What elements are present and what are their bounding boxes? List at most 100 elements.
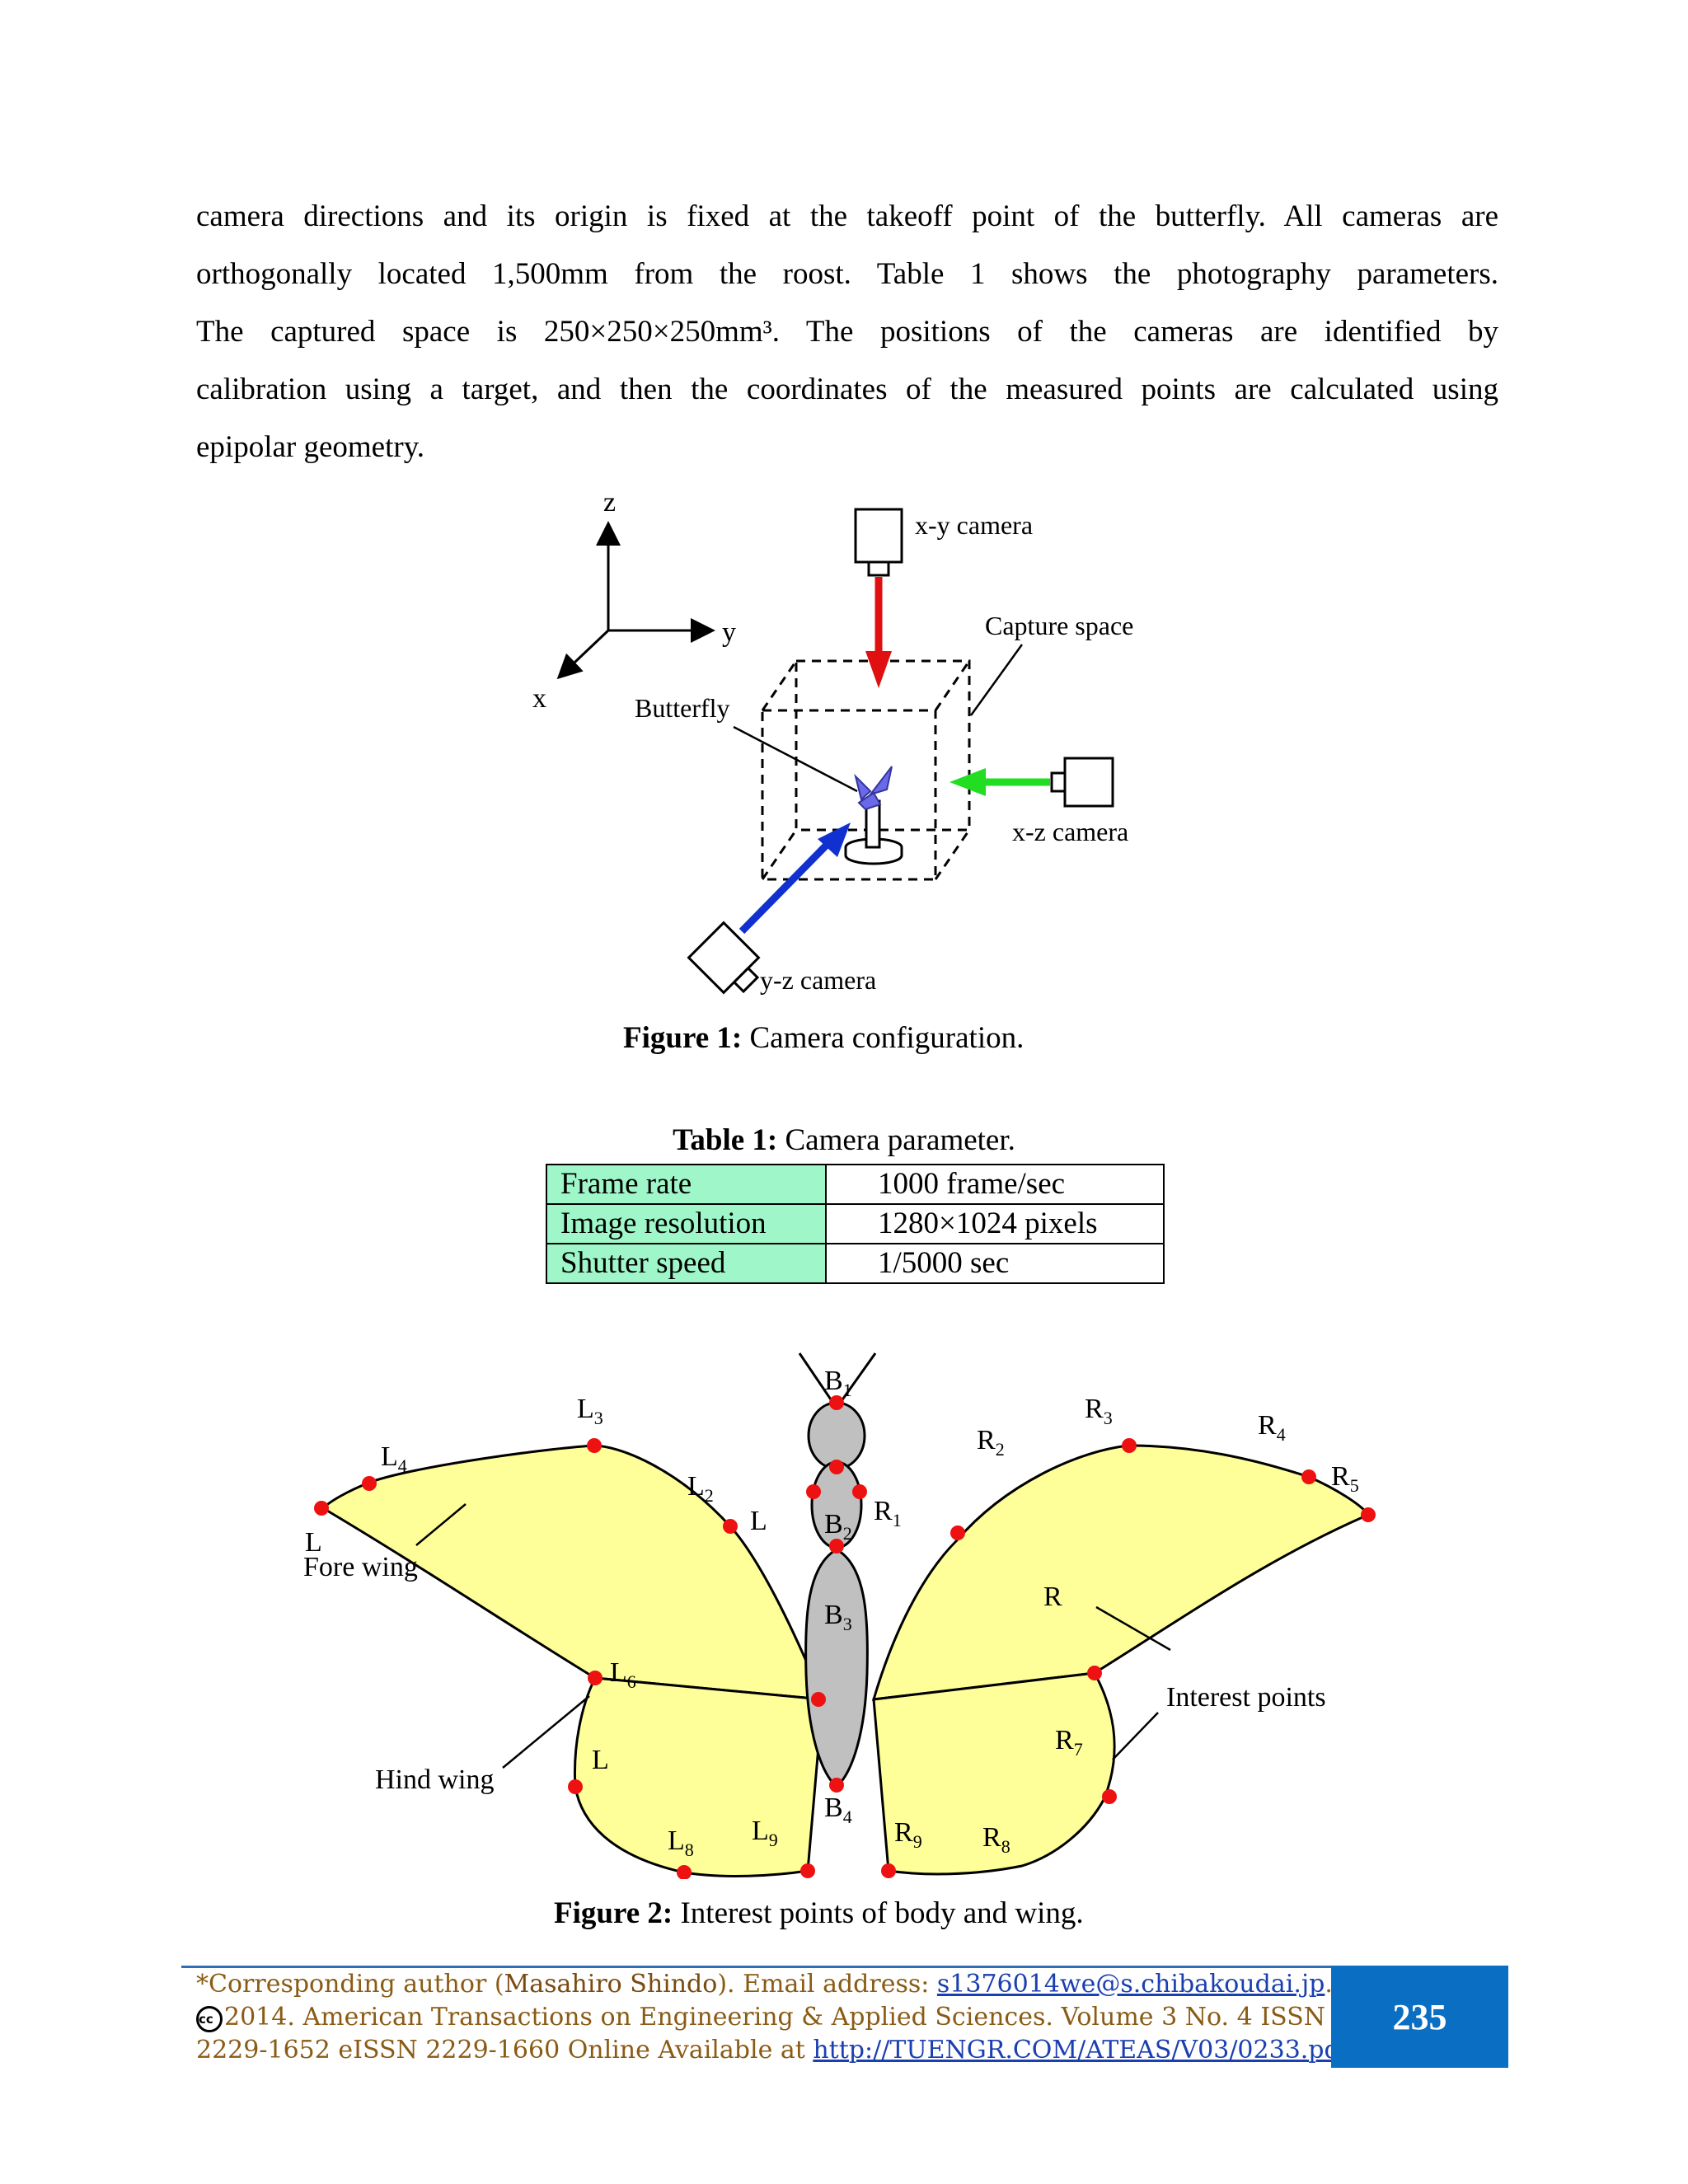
point-L2	[723, 1519, 738, 1534]
label-R5: R5	[1331, 1461, 1359, 1496]
table-cell-name: Shutter speed	[546, 1243, 827, 1284]
point-R6	[1087, 1666, 1102, 1680]
footer-text: ). Email address:	[717, 1970, 937, 1999]
table-row: Image resolution 1280×1024 pixels	[546, 1203, 1165, 1244]
table-row: Shutter speed 1/5000 sec	[546, 1243, 1165, 1284]
xy-camera-icon	[854, 508, 903, 577]
footer: *Corresponding author (Masahiro Shindo).…	[196, 1968, 1356, 2067]
figure-2-caption: Figure 2: Interest points of body and wi…	[554, 1896, 1084, 1931]
point-B4	[829, 1778, 844, 1793]
point-R5	[1361, 1507, 1376, 1522]
yz-camera-icon	[687, 921, 761, 995]
fore-wing-leader	[415, 1503, 467, 1546]
label-R6: R	[1043, 1582, 1062, 1612]
point-L3	[587, 1438, 602, 1453]
axis-x-label: x	[532, 683, 546, 714]
point-L	[314, 1501, 329, 1516]
point-L1	[811, 1692, 826, 1707]
xz-camera-icon	[1050, 757, 1114, 808]
label-R2: R2	[977, 1425, 1005, 1460]
capture-space-leader	[969, 644, 1024, 716]
point-R3	[1122, 1438, 1137, 1453]
right-fore-wing	[871, 1444, 1371, 1701]
online-url-link[interactable]: http://TUENGR.COM/ATEAS/V03/0233.pdf	[813, 2036, 1348, 2064]
left-antenna	[798, 1352, 836, 1405]
table-cell-value: 1000 frame/sec	[825, 1164, 1165, 1205]
axis-z-label: z	[603, 487, 616, 518]
right-antenna	[837, 1352, 877, 1405]
hind-wing-leader	[502, 1695, 590, 1769]
label-L3: L3	[577, 1394, 603, 1428]
author-name: Masahiro Shindo	[504, 1970, 718, 1999]
point-R9	[881, 1863, 896, 1878]
paragraph-line: epipolar geometry.	[196, 430, 425, 464]
xz-camera-arrow	[950, 768, 1050, 796]
label-L4: L4	[381, 1441, 407, 1476]
left-fore-wing	[321, 1444, 825, 1701]
label-L1: L	[750, 1506, 767, 1536]
point-R2	[950, 1526, 965, 1540]
table-cell-value: 1280×1024 pixels	[825, 1203, 1165, 1244]
butterfly-on-roost	[844, 766, 903, 865]
interest-points-leader	[1095, 1605, 1171, 1652]
point-B1	[829, 1395, 844, 1410]
paragraph-line: camera directions and its origin is fixe…	[196, 199, 1498, 233]
label-L7: L	[592, 1745, 609, 1775]
table-1-caption-label: Table 1:	[673, 1123, 778, 1157]
paragraph-line: calibration using a target, and then the…	[196, 373, 1498, 406]
paragraph-line: The captured space is 250×250×250mm³. Th…	[196, 315, 1498, 349]
table-1-caption-text: Camera parameter.	[777, 1123, 1015, 1157]
capture-space-label: Capture space	[985, 611, 1133, 640]
creative-commons-icon: cc	[196, 2006, 223, 2032]
interest-points-label: Interest points	[1166, 1682, 1326, 1713]
table-row: Frame rate 1000 frame/sec	[546, 1164, 1165, 1205]
label-L6: L6	[610, 1657, 636, 1692]
body-paragraph: camera directions and its origin is fixe…	[196, 188, 1498, 476]
label-L: L	[305, 1527, 322, 1558]
footer-text: 2229-1652 eISSN 2229-1660 Online Availab…	[196, 2036, 814, 2064]
label-R1: R1	[874, 1496, 902, 1530]
table-1-caption: Table 1: Camera parameter.	[0, 1122, 1688, 1158]
label-B3: B3	[824, 1600, 852, 1634]
figure-1-caption-text: Camera configuration.	[742, 1021, 1025, 1055]
figure-1-caption: Figure 1: Camera configuration.	[623, 1020, 1024, 1056]
interest-points-leader	[1112, 1712, 1159, 1760]
point-R1	[852, 1484, 867, 1499]
paragraph-line: orthogonally located 1,500mm from the ro…	[196, 257, 1498, 291]
table-cell-name: Frame rate	[546, 1164, 827, 1205]
axis-y-label: y	[722, 617, 736, 648]
xy-camera-label: x-y camera	[915, 510, 1033, 540]
label-R9: R9	[894, 1817, 922, 1852]
camera-parameter-table: Frame rate 1000 frame/sec Image resoluti…	[546, 1164, 1165, 1284]
label-L9: L9	[752, 1816, 778, 1850]
axes	[556, 521, 715, 680]
label-B4: B4	[824, 1793, 852, 1827]
figure-2-interest-points: L3 L4 L L2 L L6 L L8 L9 B1 B2 B3 B4 R1 R…	[303, 1352, 1376, 1879]
xy-camera-arrow	[865, 577, 892, 688]
figure-1-camera-configuration: z y x x-y camera Capture space x-z camer…	[532, 487, 1133, 995]
label-B2: B2	[824, 1509, 852, 1544]
fore-wing-label: Fore wing	[303, 1552, 418, 1582]
point-R4	[1301, 1469, 1316, 1484]
right-hind-wing	[872, 1671, 1116, 1876]
xz-camera-label: x-z camera	[1012, 817, 1128, 846]
butterfly-body	[804, 1401, 869, 1789]
email-link[interactable]: s1376014we@s.chibakoudai.jp	[936, 1970, 1325, 1999]
interest-point-markers	[314, 1395, 1376, 1879]
point-L7	[568, 1779, 583, 1794]
point-B3-top	[829, 1539, 844, 1554]
label-B1: B1	[824, 1366, 852, 1400]
yz-camera-label: y-z camera	[760, 965, 876, 995]
butterfly-leader	[733, 725, 858, 793]
label-R7: R7	[1055, 1725, 1083, 1760]
footer-text: .	[1325, 1970, 1333, 1999]
footer-text: 2014. American Transactions on Engineeri…	[224, 2003, 1325, 2032]
point-L8	[677, 1865, 692, 1879]
footer-line-issn: 2229-1652 eISSN 2229-1660 Online Availab…	[196, 2034, 1356, 2067]
table-cell-name: Image resolution	[546, 1203, 827, 1244]
label-L2: L2	[687, 1471, 714, 1506]
point-L9	[800, 1863, 815, 1878]
point-R7	[1102, 1789, 1117, 1804]
footer-divider	[181, 1966, 1508, 1968]
